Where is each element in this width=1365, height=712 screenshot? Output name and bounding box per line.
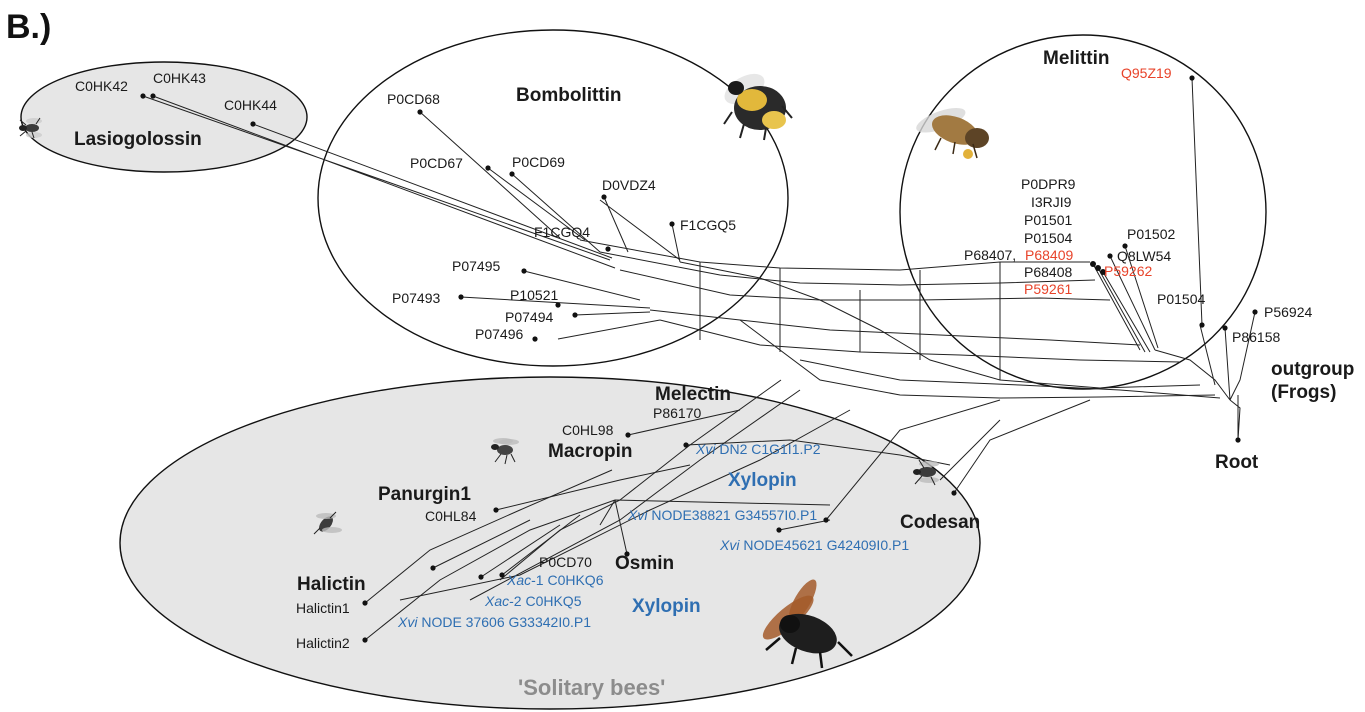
- leaf-nodes: [140, 75, 1258, 643]
- group-label-halictin: Halictin: [297, 574, 366, 595]
- taxon-label: P56924: [1264, 304, 1312, 320]
- taxon-label: P59261: [1024, 281, 1072, 297]
- taxon-label: C0HK44: [224, 97, 277, 113]
- taxon-label: C0HK43: [153, 70, 206, 86]
- taxon-label: P07496: [475, 326, 523, 342]
- taxon-label-xylopin: Xac-2 C0HKQ5: [484, 593, 582, 609]
- outgroup-label: outgroup: [1271, 359, 1354, 380]
- taxon-labels: C0HK42 C0HK43 C0HK44 P0CD68 P0CD67 P0CD6…: [75, 65, 1312, 651]
- bombolittin-ellipse: [317, 29, 789, 367]
- taxon-label: P0DPR9: [1021, 176, 1076, 192]
- group-label-melittin: Melittin: [1043, 48, 1110, 69]
- group-label-macropin: Macropin: [548, 441, 632, 462]
- honeybee-icon: [916, 107, 989, 159]
- outgroup-label-frogs: (Frogs): [1271, 382, 1336, 403]
- taxon-label: P0CD69: [512, 154, 565, 170]
- taxon-label: P86170: [653, 405, 701, 421]
- panel-label: B.): [6, 8, 51, 46]
- taxon-label: P10521: [510, 287, 558, 303]
- taxon-label: P0CD67: [410, 155, 463, 171]
- group-label-melectin: Melectin: [655, 384, 731, 405]
- solitary-bees-ellipse: [119, 376, 981, 710]
- taxon-label: P01502: [1127, 226, 1175, 242]
- taxon-label: Halictin2: [296, 635, 350, 651]
- group-label-bombolittin: Bombolittin: [516, 85, 622, 106]
- taxon-label: Halictin1: [296, 600, 350, 616]
- taxon-label-xylopin: Xvi NODE45621 G42409I0.P1: [719, 537, 909, 553]
- taxon-label: P01504: [1157, 291, 1205, 307]
- group-label-solitary-bees: 'Solitary bees': [518, 675, 665, 700]
- taxon-label: P07495: [452, 258, 500, 274]
- taxon-label: C0HL98: [562, 422, 614, 438]
- taxon-label-xylopin: Xvi NODE 37606 G33342I0.P1: [397, 614, 591, 630]
- taxon-label: P59262: [1104, 263, 1152, 279]
- group-label-panurgin1: Panurgin1: [378, 484, 471, 505]
- taxon-label-xylopin: Xvi DN2 C1G1I1.P2: [695, 441, 821, 457]
- taxon-label: C0HK42: [75, 78, 128, 94]
- taxon-label: P0CD70: [539, 554, 592, 570]
- taxon-label: I3RJI9: [1031, 194, 1072, 210]
- taxon-label: C0HL84: [425, 508, 477, 524]
- taxon-label-xylopin: Xac-1 C0HKQ6: [506, 572, 604, 588]
- group-label-osmin: Osmin: [615, 553, 674, 574]
- taxon-label: D0VDZ4: [602, 177, 656, 193]
- group-label-codesan: Codesan: [900, 512, 980, 533]
- taxon-label: P01504: [1024, 230, 1072, 246]
- taxon-label: F1CGQ4: [534, 224, 590, 240]
- bee-icon: [313, 511, 342, 535]
- taxon-label: P68407,: [964, 247, 1016, 263]
- taxon-label: P68409: [1025, 247, 1073, 263]
- carpenter-bee-icon: [762, 579, 853, 669]
- taxon-label: Q8LW54: [1117, 248, 1171, 264]
- taxon-label: Q95Z19: [1121, 65, 1172, 81]
- group-label-lasiogolossin: Lasiogolossin: [74, 129, 202, 150]
- bee-icon: [913, 459, 939, 486]
- bee-icon: [491, 438, 519, 465]
- melittin-ellipse: [899, 34, 1267, 390]
- taxon-label: F1CGQ5: [680, 217, 736, 233]
- group-label-xylopin-bottom: Xylopin: [632, 596, 701, 617]
- bee-icon: [19, 117, 42, 139]
- taxon-label: P86158: [1232, 329, 1280, 345]
- taxon-label: P68408: [1024, 264, 1072, 280]
- taxon-label: P0CD68: [387, 91, 440, 107]
- root-label: Root: [1215, 452, 1259, 473]
- taxon-label: P01501: [1024, 212, 1072, 228]
- taxon-label-xylopin: Xvi NODE38821 G34557I0.P1: [627, 507, 817, 523]
- taxon-label: P07493: [392, 290, 440, 306]
- bumblebee-icon: [723, 73, 793, 141]
- network-edges: [142, 77, 1256, 641]
- group-label-xylopin-top: Xylopin: [728, 470, 797, 491]
- lasiogolossin-ellipse: [20, 61, 308, 173]
- taxon-label: P07494: [505, 309, 553, 325]
